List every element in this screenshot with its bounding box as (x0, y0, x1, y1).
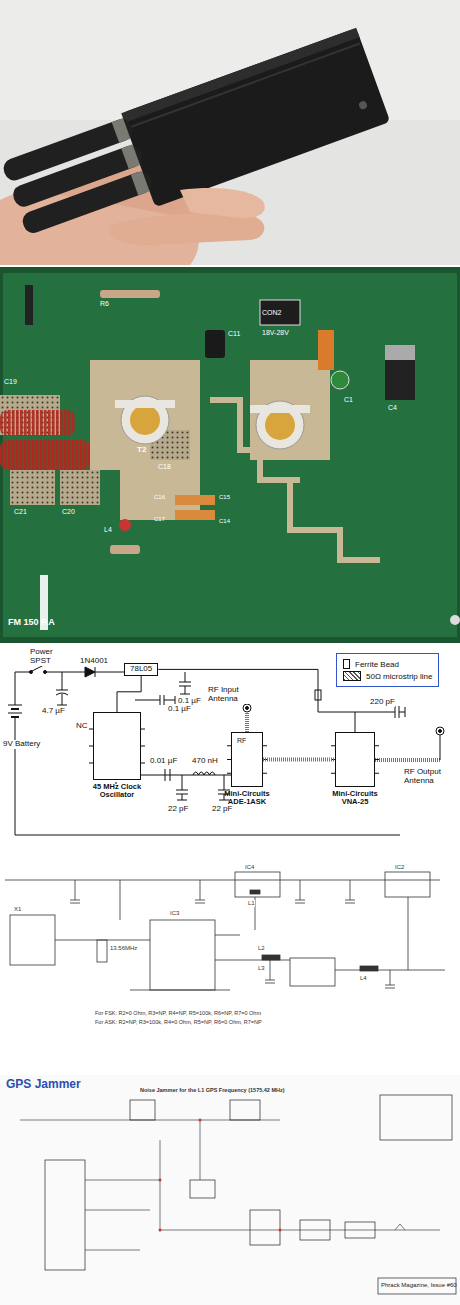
component-value: L3 (258, 965, 265, 972)
component-value: 0.01 µF (150, 757, 177, 766)
schematic-note: Phrack Magazine, Issue #60 (381, 1282, 457, 1289)
component-value: For ASK: R2=NP, R3=100k, R4=0 Ohm, R5=NP… (95, 1019, 262, 1025)
pcb-silkscreen: C4 (388, 404, 397, 412)
pcb-silkscreen: C19 (4, 378, 17, 386)
legend-box: Ferrite Bead 50Ω microstrip line (336, 653, 439, 687)
microstrip-sample (343, 671, 361, 681)
component-value: IC2 (395, 864, 404, 871)
part-name: Mini-Circuits VNA-25 (325, 790, 385, 807)
component-value: RF Output Antenna (404, 768, 456, 786)
pcb-silkscreen: C21 (14, 508, 27, 516)
component-value: 13.56MHz (110, 945, 137, 952)
wire (141, 775, 231, 776)
pcb-silkscreen: C15 (219, 494, 230, 501)
chip-outline: 78L05 (124, 663, 158, 676)
pcb-photo (0, 270, 460, 640)
pcb-silkscreen: C16 (154, 494, 165, 501)
chip-outline (93, 712, 141, 780)
component-value: X1 (14, 906, 21, 913)
microstrip-line (263, 758, 335, 762)
pcb-silkscreen: CON2 (262, 309, 281, 317)
legend-row: 50Ω microstrip line (343, 671, 432, 681)
component-value: L4 (360, 975, 367, 982)
pcb-silkscreen: C20 (62, 508, 75, 516)
pcb-silkscreen: C11 (228, 330, 240, 338)
component-value: RF Input Antenna (208, 686, 270, 704)
wire (117, 676, 141, 712)
pcb-silkscreen: C18 (158, 463, 171, 471)
component-value: L2 (258, 945, 265, 952)
device-photo (0, 0, 460, 265)
component-value: 22 pF (212, 805, 232, 814)
component-value: Power (30, 648, 53, 657)
pcb-silkscreen: FM 150 P.A (8, 618, 55, 628)
component-value: IC3 (170, 910, 179, 917)
component-value: L1 (248, 900, 255, 907)
pcb-silkscreen: C14 (219, 518, 230, 525)
ferrite-bead-sample (343, 659, 350, 669)
part-name: 45 MHz Clock Oscillator (82, 783, 152, 800)
pcb-silkscreen: R6 (100, 300, 109, 308)
component-block: 45 MHz Clock Oscillator (82, 712, 152, 800)
component-value: 22 pF (168, 805, 188, 814)
wire (158, 669, 355, 732)
schematic-note: Noise Jammer for the L1 GPS Frequency (1… (140, 1087, 285, 1093)
legend-text: 50Ω microstrip line (366, 672, 432, 681)
component-value: 9V Battery (3, 740, 40, 749)
pcb-silkscreen: L4 (104, 526, 112, 534)
legend-text: Ferrite Bead (355, 660, 399, 669)
component-block: 78L05 (124, 663, 158, 676)
schematic-note: GPS Jammer (6, 1078, 81, 1091)
component-value: IC4 (245, 864, 254, 871)
component-value: For FSK: R2=0 Ohm, R3=NP, R4=NP, R5=100k… (95, 1010, 261, 1016)
component-block: Mini-Circuits VNA-25 (325, 732, 385, 807)
component-value: SPST (30, 657, 51, 666)
chip-outline (231, 732, 263, 787)
legend-row: Ferrite Bead (343, 659, 432, 669)
transmitter-schematic (0, 862, 460, 1075)
part-name: 78L05 (130, 665, 152, 674)
component-value: 0.1 µF (168, 705, 191, 714)
component-value: 220 pF (370, 698, 395, 707)
pcb-silkscreen: T2 (137, 446, 146, 455)
chip-outline (335, 732, 375, 787)
schematic-wiring (0, 645, 460, 860)
pcb-silkscreen: C1 (344, 396, 353, 404)
component-value: 4.7 µF (42, 707, 65, 716)
component-value: 1N4001 (80, 657, 108, 666)
component-value: NC (76, 722, 88, 731)
component-value: 470 nH (192, 757, 218, 766)
pcb-silkscreen: 18V-28V (262, 329, 289, 337)
component-value: RF (237, 737, 246, 745)
component-block: Mini-Circuits ADE-1ASK (217, 732, 277, 807)
pcb-silkscreen: C17 (154, 516, 165, 523)
gps-jammer-schematic (0, 1075, 460, 1305)
